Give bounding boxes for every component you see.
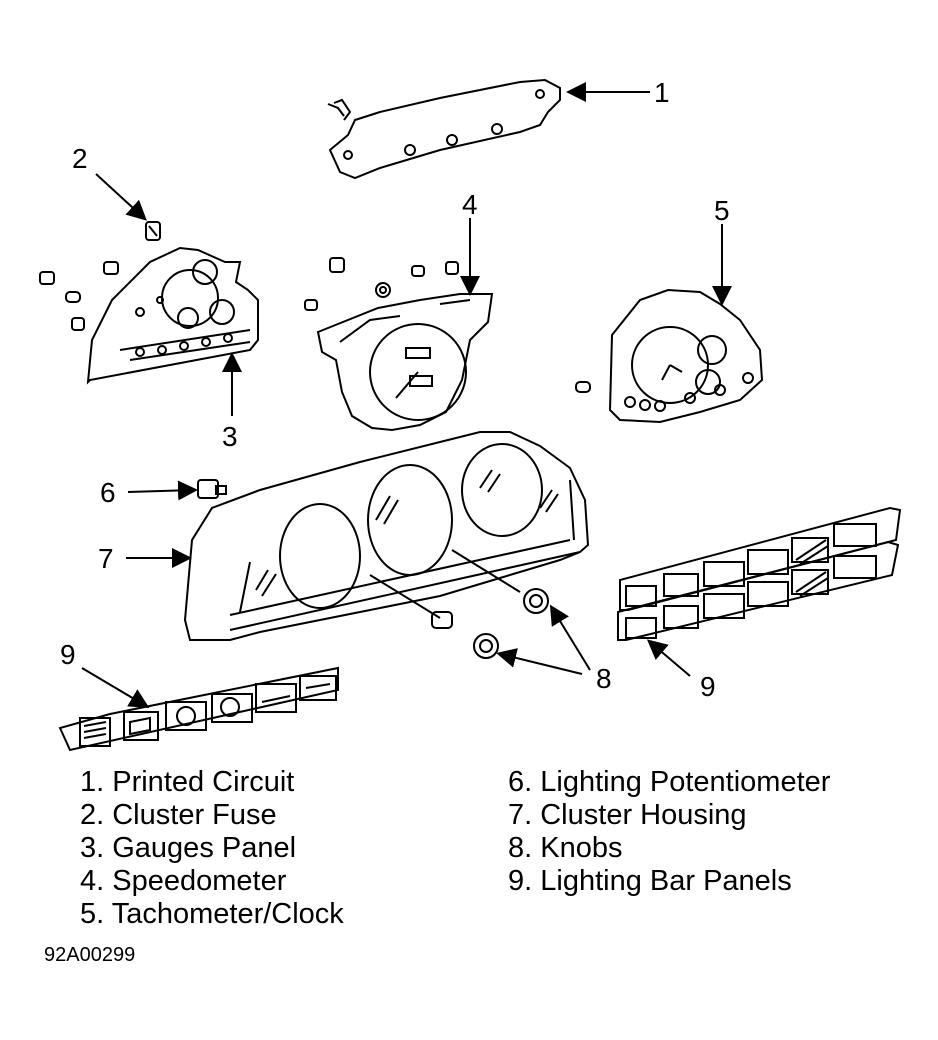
- callout-6: 6: [100, 477, 116, 508]
- gauges-panel-part: [39, 246, 259, 385]
- legend-left: 1. Printed Circuit 2. Cluster Fuse 3. Ga…: [80, 766, 344, 931]
- leader-arrow-2: [95, 173, 147, 221]
- lighting-bar-panel-left: [58, 666, 339, 752]
- legend-right: 6. Lighting Potentiometer 7. Cluster Hou…: [508, 766, 830, 898]
- callout-7: 7: [98, 543, 114, 574]
- exploded-view-diagram: 1 2 3 4 5 6 7 8 9 9: [39, 77, 902, 752]
- callout-9-right: 9: [700, 671, 716, 702]
- callout-4: 4: [462, 189, 478, 220]
- leader-arrow-8a: [549, 604, 591, 671]
- legend-item: 9. Lighting Bar Panels: [508, 865, 792, 897]
- legend-item: 2. Cluster Fuse: [80, 799, 277, 831]
- figure-code: 92A00299: [44, 944, 136, 966]
- legend-item: 1. Printed Circuit: [80, 766, 295, 798]
- callout-8: 8: [596, 663, 612, 694]
- legend-item: 8. Knobs: [508, 832, 623, 864]
- callout-3: 3: [222, 421, 238, 452]
- lighting-bar-panels-right: [617, 506, 902, 641]
- legend-item: 5. Tachometer/Clock: [80, 898, 344, 930]
- leader-arrow-9-right: [646, 639, 691, 677]
- printed-circuit-part: [327, 78, 561, 180]
- leader-arrow-8b: [496, 648, 583, 675]
- callout-5: 5: [714, 195, 730, 226]
- callout-1: 1: [654, 77, 670, 108]
- cluster-fuse-part: [145, 221, 161, 241]
- cluster-housing-part: [183, 431, 590, 641]
- legend-item: 4. Speedometer: [80, 865, 287, 897]
- legend-item: 6. Lighting Potentiometer: [508, 766, 831, 798]
- speedometer-part: [304, 257, 494, 432]
- lighting-potentiometer-part: [197, 479, 227, 499]
- tachometer-clock-part: [575, 288, 764, 424]
- callout-2: 2: [72, 143, 88, 174]
- knobs-part: [369, 549, 549, 659]
- legend-item: 7. Cluster Housing: [508, 799, 747, 831]
- legend-item: 3. Gauges Panel: [80, 832, 297, 864]
- leader-arrow-6: [127, 480, 198, 501]
- leader-arrow-9-left: [81, 667, 150, 709]
- callout-9-left: 9: [60, 639, 76, 670]
